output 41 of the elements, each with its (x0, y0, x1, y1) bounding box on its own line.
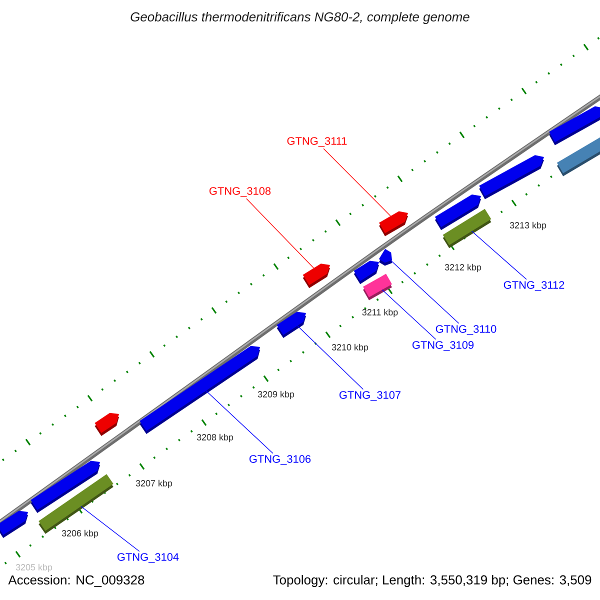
gene-block (94, 412, 119, 436)
scale-label: 3205 kbp (16, 564, 52, 572)
gene-block (302, 264, 330, 288)
gene-block (379, 211, 408, 236)
gene-block (140, 346, 260, 434)
scale-label: 3210 kbp (332, 344, 368, 352)
gene-label: GTNG_3107 (340, 391, 401, 401)
genome-info-text: Topology: circular; Length: 3,550,319 bp; Genes: 3,509 (273, 574, 592, 588)
title: Geobacillus thermodenitrificans NG80-2, complete genome (130, 12, 470, 24)
gene-label: GTNG_3110 (436, 325, 496, 335)
scale-label: 3212 kbp (444, 264, 482, 272)
scale-label: 3209 kbp (258, 390, 294, 400)
gene-label: GTNG_3108 (209, 187, 271, 197)
leader-line (206, 390, 274, 454)
leader-line (80, 506, 140, 552)
gene-block (549, 106, 600, 146)
leader-line (246, 198, 314, 268)
gene-bar (363, 274, 392, 300)
gene-block (354, 260, 379, 284)
accession-text: Accession: NC_009328 (8, 575, 144, 587)
scale-label: 3207 kbp (136, 480, 172, 488)
leader-line (382, 289, 436, 340)
gene-label: GTNG_3112 (504, 281, 564, 291)
leader-line (323, 148, 391, 216)
gene-block (378, 248, 392, 266)
gene-block (479, 155, 544, 200)
scale-label: 3213 kbp (510, 222, 546, 230)
scale-label: 3211 kbp (362, 308, 398, 318)
gene-label: GTNG_3109 (412, 341, 474, 351)
gene-label: GTNG_3111 (287, 137, 347, 147)
gene-label: GTNG_3104 (117, 553, 179, 563)
leader-line (391, 260, 460, 324)
gene-block (0, 510, 28, 538)
leader-line (471, 230, 527, 280)
gene-bar (556, 136, 600, 176)
leader-line (297, 325, 364, 390)
scale-label: 3208 kbp (196, 434, 234, 442)
gene-label: GTNG_3106 (249, 455, 311, 465)
gene-block (276, 312, 306, 338)
gene-bar (442, 208, 492, 248)
scale-label: 3206 kbp (62, 530, 98, 538)
